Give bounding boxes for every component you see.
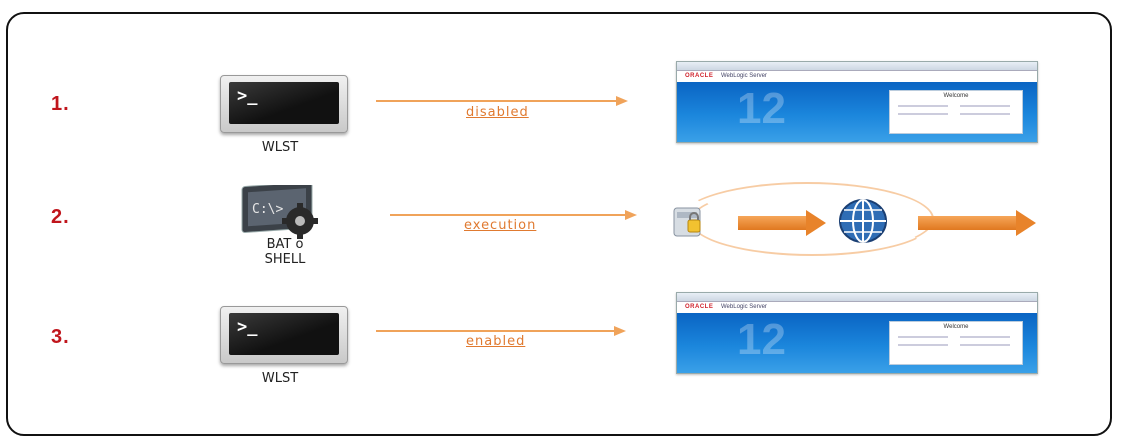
console-version: 12 (737, 315, 786, 364)
step-3-number: 3. (51, 326, 70, 348)
flow-arrow-1-head (806, 210, 826, 236)
step-3-arrow-head (614, 326, 626, 336)
flow-arrow-2 (918, 216, 1018, 230)
batch-script-gear-icon: C:\> (238, 181, 338, 245)
step-1-number: 1. (51, 93, 70, 115)
console-brand: ORACLE (685, 73, 714, 79)
console-title: WebLogic Server (721, 304, 767, 310)
step-3-admin-console: ORACLE WebLogic Server 12 Welcome (676, 292, 1038, 374)
terminal-icon: >_ (220, 306, 348, 364)
console-login-title: Welcome (943, 93, 969, 99)
step-2-arrow (390, 214, 627, 216)
step-2-flow (660, 180, 1050, 260)
step-1-arrow (376, 100, 618, 102)
globe-icon (838, 198, 888, 244)
terminal-icon: >_ (220, 75, 348, 133)
console-title: WebLogic Server (721, 73, 767, 79)
console-login-box: Welcome (889, 321, 1023, 365)
flow-arrow-2-head (1016, 210, 1036, 236)
console-version: 12 (737, 84, 786, 133)
step-2-arrow-head (625, 210, 637, 220)
step-1-tool-label: WLST (261, 140, 299, 155)
console-login-title: Welcome (943, 324, 969, 330)
step-3-arrow-label: enabled (466, 334, 526, 349)
step-1-admin-console: ORACLE WebLogic Server 12 Welcome (676, 61, 1038, 143)
step-2-arrow-label: execution (464, 218, 537, 233)
step-2-number: 2. (51, 206, 70, 228)
step-3-tool-label: WLST (261, 371, 299, 386)
svg-text:C:\>: C:\> (252, 202, 283, 217)
console-brand: ORACLE (685, 304, 714, 310)
terminal-prompt: >_ (237, 317, 258, 337)
step-3-arrow (376, 330, 616, 332)
step-1-arrow-label: disabled (466, 105, 529, 120)
console-login-box: Welcome (889, 90, 1023, 134)
step-1-arrow-head (616, 96, 628, 106)
flow-arrow-1 (738, 216, 808, 230)
security-store-icon (672, 204, 704, 238)
terminal-prompt: >_ (237, 86, 258, 106)
